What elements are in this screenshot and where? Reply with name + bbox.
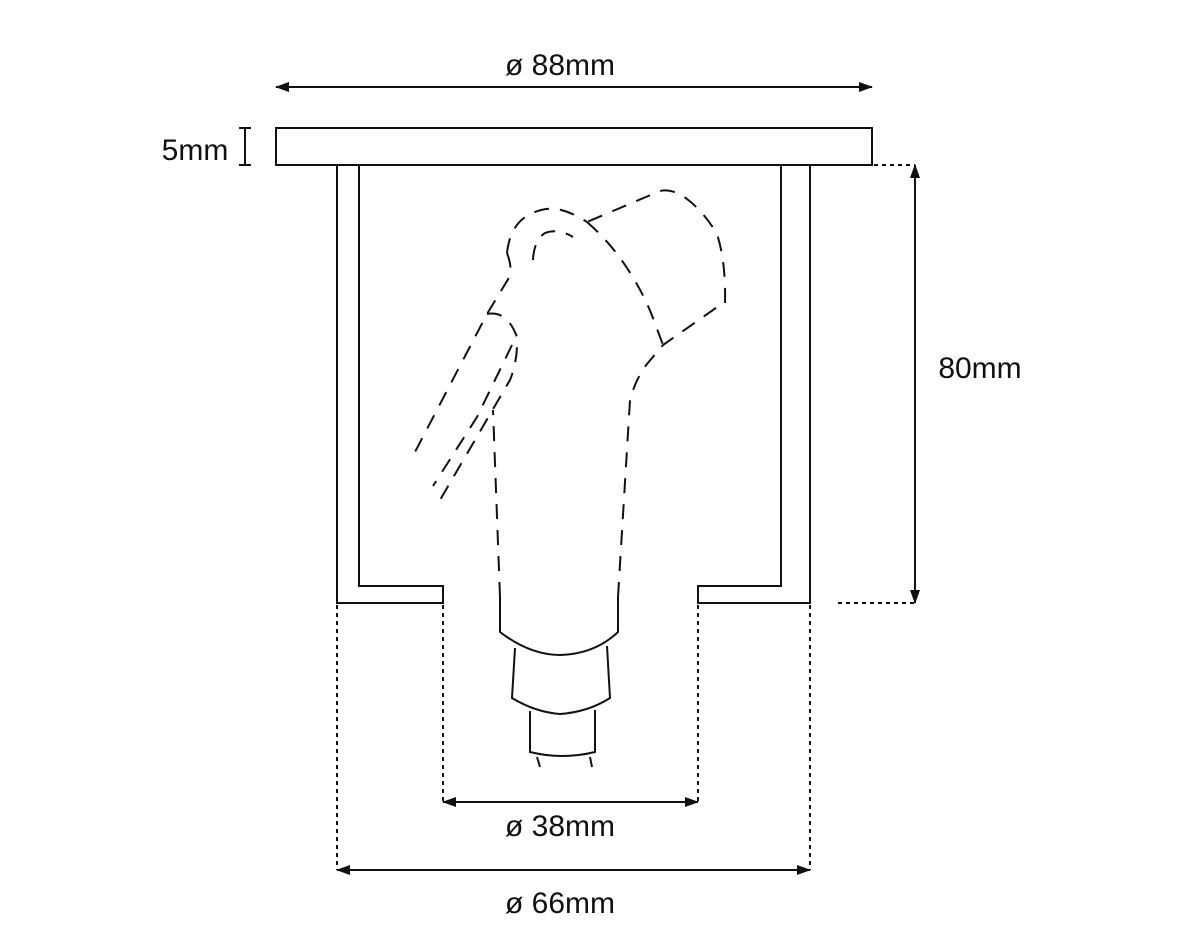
bidet-sprayer-illustration <box>414 189 727 768</box>
extension-lines <box>336 164 915 870</box>
inner-diameter-label: ø 38mm <box>505 810 615 843</box>
top-plate <box>275 127 873 166</box>
dimension-arrows <box>239 82 920 875</box>
right-wall <box>697 165 811 604</box>
left-wall <box>336 165 444 604</box>
plate-thickness-bracket <box>239 127 251 166</box>
depth-label: 80mm <box>938 352 1021 385</box>
plate-thickness-label: 5mm <box>162 134 229 167</box>
holder-outline <box>275 127 873 604</box>
top-diameter-label: ø 88mm <box>505 49 615 82</box>
outer-diameter-label: ø 66mm <box>505 887 615 920</box>
